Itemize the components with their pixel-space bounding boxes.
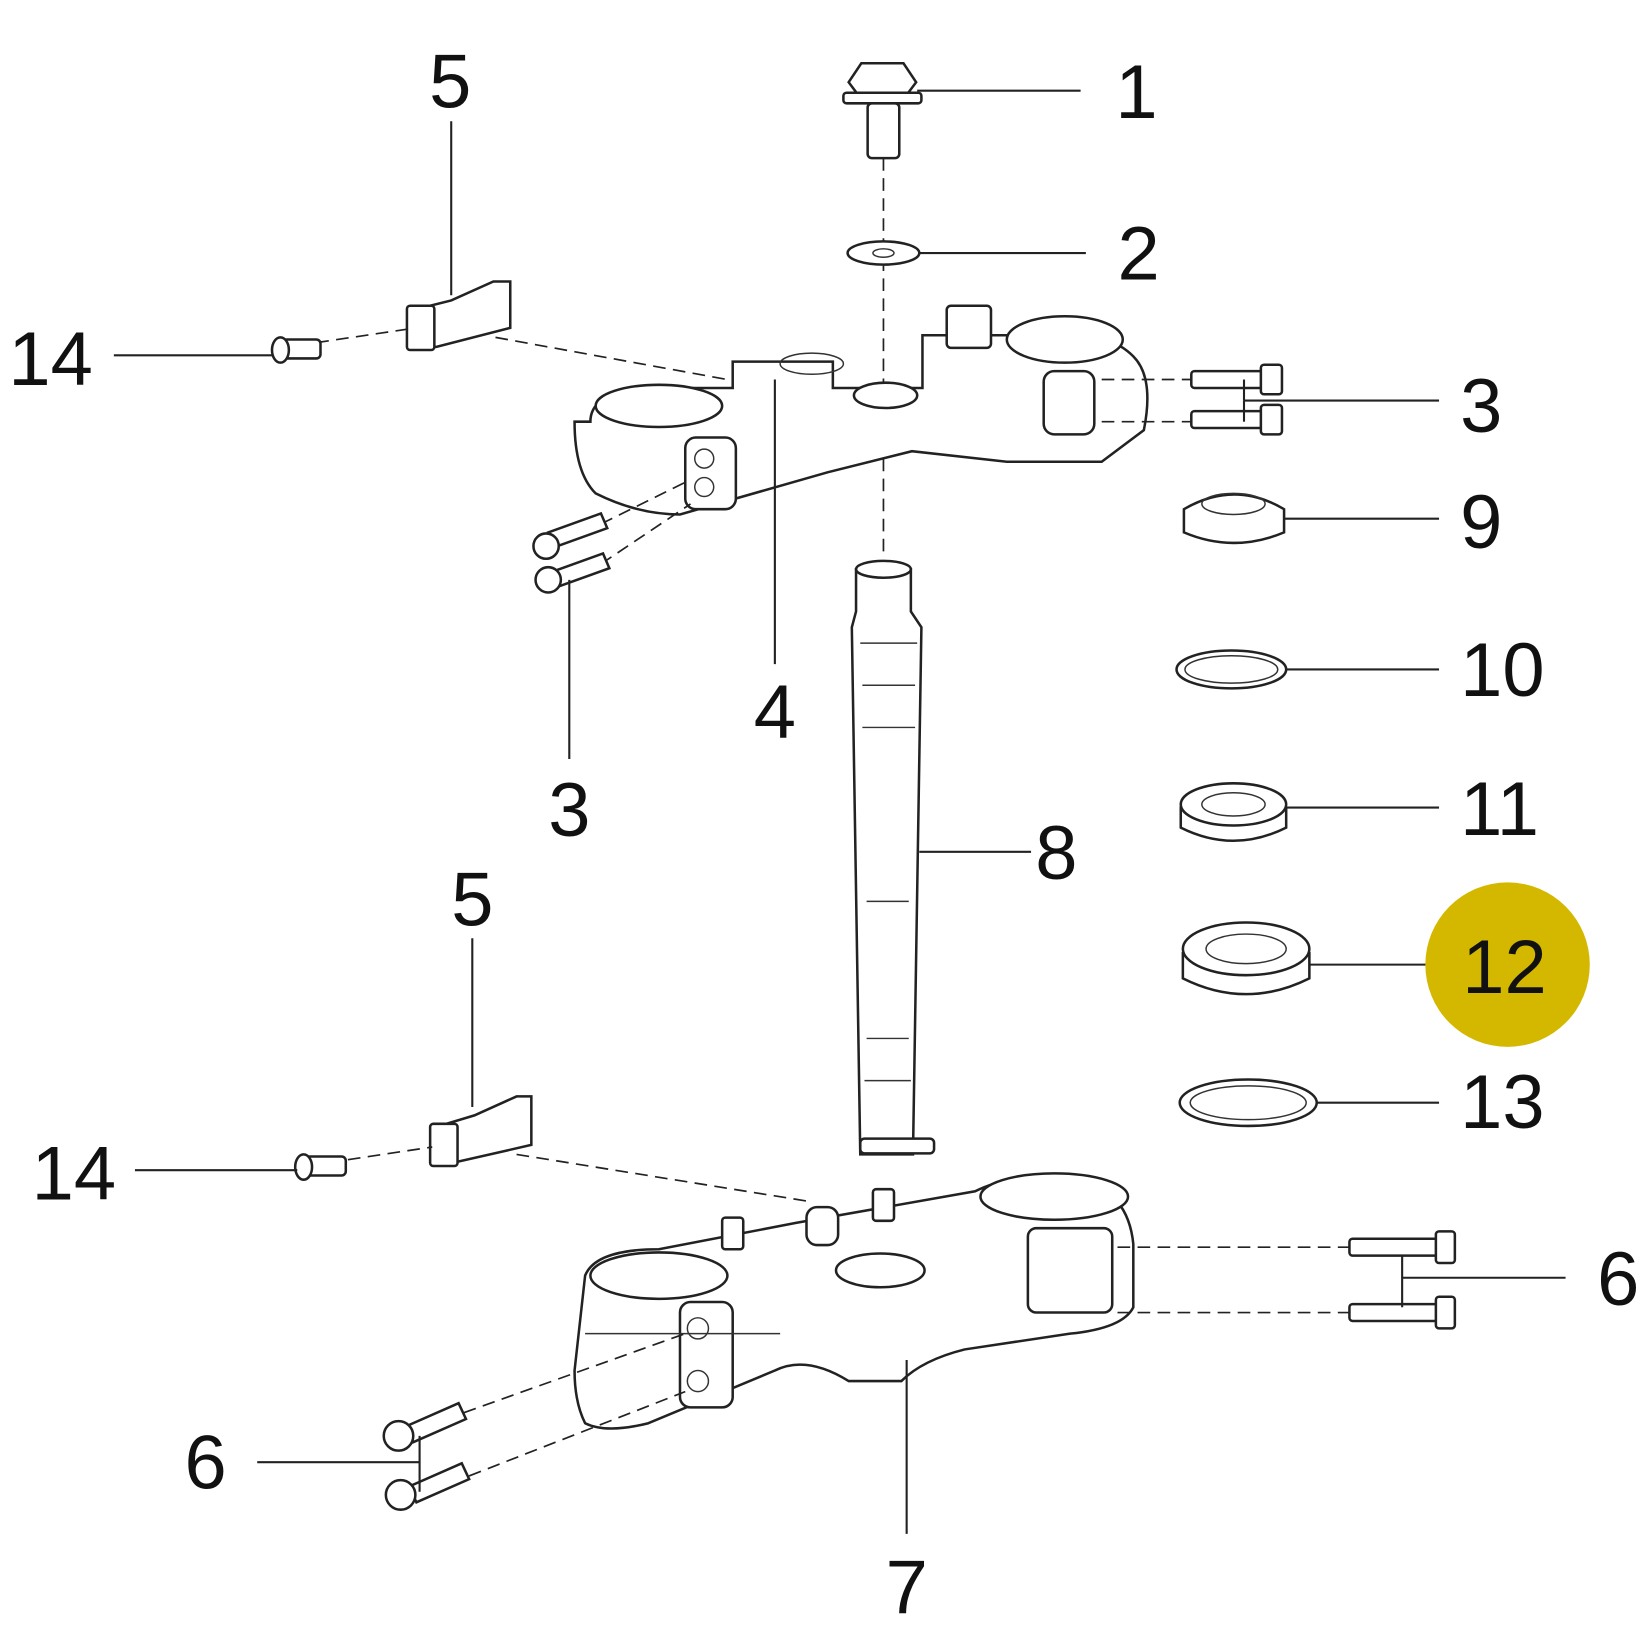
part-6-bolts-left[interactable] xyxy=(382,1332,686,1511)
part-5-bracket-lower[interactable] xyxy=(428,1095,533,1168)
part-1-bolt[interactable] xyxy=(842,61,923,160)
callout-3[interactable]: 3 xyxy=(1460,364,1502,449)
part-8-steering-stem[interactable] xyxy=(850,559,936,1156)
callout-5[interactable]: 5 xyxy=(451,858,493,943)
part-6-bolts-right[interactable] xyxy=(1117,1230,1457,1330)
highlight-circle-12 xyxy=(1425,882,1590,1047)
leader-lines xyxy=(113,89,1566,1534)
part-7-lower-triple-clamp[interactable] xyxy=(573,1172,1135,1430)
callout-3[interactable]: 3 xyxy=(548,768,590,853)
callout-6[interactable]: 6 xyxy=(1597,1237,1639,1322)
callout-6[interactable]: 6 xyxy=(184,1421,226,1506)
callout-11[interactable]: 11 xyxy=(1460,767,1539,852)
part-11-bearing[interactable] xyxy=(1179,782,1288,842)
part-2-washer[interactable] xyxy=(846,240,921,266)
part-3-bolts-left[interactable] xyxy=(532,478,691,594)
callout-14[interactable]: 14 xyxy=(32,1132,116,1217)
callout-9[interactable]: 9 xyxy=(1460,480,1502,565)
callout-4[interactable]: 4 xyxy=(754,670,796,755)
part-5-bracket-upper[interactable] xyxy=(405,280,512,352)
callout-2[interactable]: 2 xyxy=(1117,211,1159,296)
callout-10[interactable]: 10 xyxy=(1460,628,1544,713)
callout-5[interactable]: 5 xyxy=(429,40,471,125)
part-13-seal-ring[interactable] xyxy=(1178,1078,1319,1128)
callout-12[interactable]: 12 xyxy=(1462,925,1546,1010)
callout-1[interactable]: 1 xyxy=(1115,50,1157,135)
part-14-screw-lower[interactable] xyxy=(293,1153,348,1181)
part-10-seal-ring[interactable] xyxy=(1175,649,1288,690)
part-12-bearing[interactable] xyxy=(1181,921,1311,996)
callout-8[interactable]: 8 xyxy=(1035,811,1077,896)
part-4-upper-triple-clamp[interactable] xyxy=(573,304,1149,516)
callout-13[interactable]: 13 xyxy=(1460,1060,1544,1145)
part-14-screw-upper[interactable] xyxy=(270,336,322,364)
part-3-bolts-upper-right[interactable] xyxy=(1101,363,1284,436)
part-9-nut[interactable] xyxy=(1182,492,1286,545)
callout-14[interactable]: 14 xyxy=(8,317,92,402)
callout-7[interactable]: 7 xyxy=(886,1545,928,1630)
